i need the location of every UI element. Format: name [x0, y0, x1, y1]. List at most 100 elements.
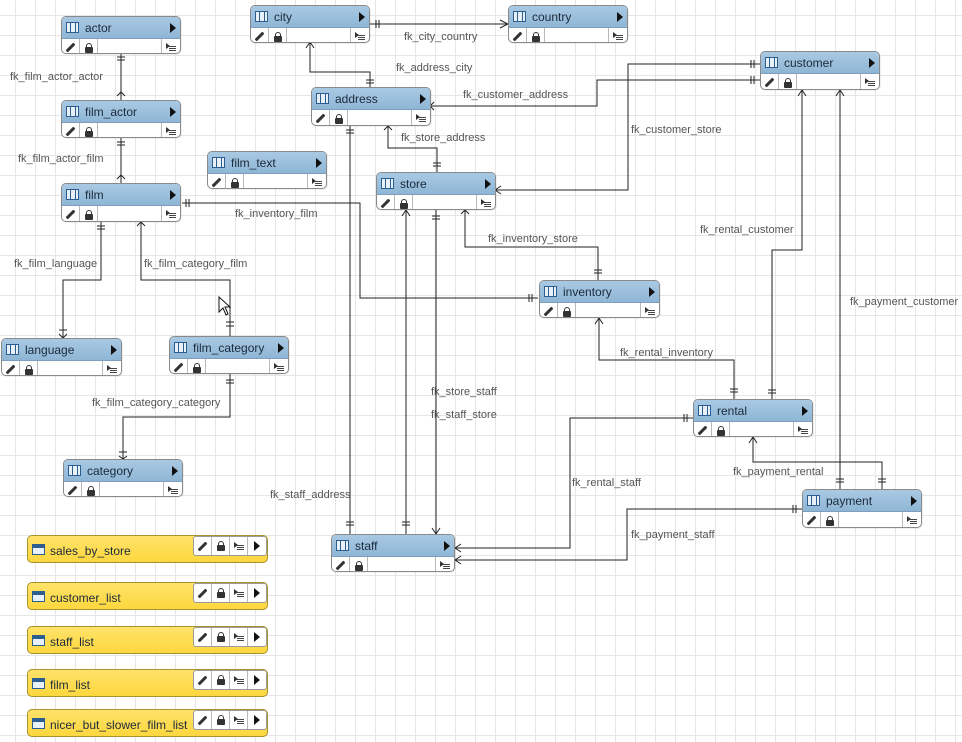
lock-icon[interactable]	[212, 671, 230, 689]
table-country[interactable]: country	[508, 5, 628, 43]
view-customer_list[interactable]: customer_list	[27, 582, 268, 610]
pencil-icon[interactable]	[194, 584, 212, 602]
expand-columns-icon[interactable]	[351, 28, 369, 43]
lock-icon[interactable]	[779, 74, 797, 90]
table-header[interactable]: inventory	[540, 281, 659, 303]
table-header[interactable]: film_text	[208, 152, 326, 174]
expand-columns-icon[interactable]	[230, 537, 248, 555]
expand-columns-icon[interactable]	[412, 110, 430, 126]
pencil-icon[interactable]	[251, 28, 269, 43]
expand-columns-icon[interactable]	[903, 512, 921, 528]
expand-columns-icon[interactable]	[164, 482, 182, 497]
table-payment[interactable]: payment	[802, 489, 922, 528]
view-staff_list[interactable]: staff_list	[27, 626, 268, 654]
table-header[interactable]: customer	[761, 52, 879, 74]
table-customer[interactable]: customer	[760, 51, 880, 90]
play-arrow-icon[interactable]	[111, 345, 117, 355]
table-category[interactable]: category	[63, 459, 183, 497]
lock-icon[interactable]	[188, 359, 206, 374]
lock-icon[interactable]	[350, 557, 368, 572]
table-staff[interactable]: staff	[331, 534, 455, 572]
expand-columns-icon[interactable]	[230, 628, 248, 646]
pencil-icon[interactable]	[194, 711, 212, 729]
expand-columns-icon[interactable]	[794, 422, 812, 437]
lock-icon[interactable]	[82, 482, 100, 497]
pencil-icon[interactable]	[62, 39, 80, 54]
table-header[interactable]: store	[377, 173, 495, 195]
lock-icon[interactable]	[395, 195, 413, 210]
table-film_category[interactable]: film_category	[169, 336, 289, 374]
play-arrow-icon[interactable]	[248, 628, 266, 646]
table-header[interactable]: film_actor	[62, 101, 180, 123]
play-arrow-icon[interactable]	[248, 537, 266, 555]
table-film_actor[interactable]: film_actor	[61, 100, 181, 138]
play-arrow-icon[interactable]	[170, 190, 176, 200]
lock-icon[interactable]	[821, 512, 839, 528]
expand-columns-icon[interactable]	[162, 206, 180, 222]
lock-icon[interactable]	[212, 711, 230, 729]
play-arrow-icon[interactable]	[248, 711, 266, 729]
pencil-icon[interactable]	[509, 28, 527, 43]
play-arrow-icon[interactable]	[444, 541, 450, 551]
lock-icon[interactable]	[269, 28, 287, 43]
lock-icon[interactable]	[226, 174, 244, 189]
pencil-icon[interactable]	[194, 537, 212, 555]
lock-icon[interactable]	[80, 123, 98, 138]
lock-icon[interactable]	[212, 584, 230, 602]
play-arrow-icon[interactable]	[359, 12, 365, 22]
view-nicer_but_slower_film_list[interactable]: nicer_but_slower_film_list	[27, 709, 268, 737]
expand-columns-icon[interactable]	[308, 174, 326, 189]
table-header[interactable]: category	[64, 460, 182, 482]
play-arrow-icon[interactable]	[170, 23, 176, 33]
expand-columns-icon[interactable]	[162, 39, 180, 54]
play-arrow-icon[interactable]	[911, 496, 917, 506]
pencil-icon[interactable]	[332, 557, 350, 572]
pencil-icon[interactable]	[540, 303, 558, 318]
lock-icon[interactable]	[20, 361, 38, 376]
lock-icon[interactable]	[212, 537, 230, 555]
expand-columns-icon[interactable]	[103, 361, 121, 376]
pencil-icon[interactable]	[62, 206, 80, 222]
pencil-icon[interactable]	[377, 195, 395, 210]
lock-icon[interactable]	[212, 628, 230, 646]
table-inventory[interactable]: inventory	[539, 280, 660, 318]
table-header[interactable]: language	[2, 339, 121, 361]
table-header[interactable]: staff	[332, 535, 454, 557]
table-city[interactable]: city	[250, 5, 370, 43]
pencil-icon[interactable]	[803, 512, 821, 528]
table-header[interactable]: address	[312, 88, 430, 110]
play-arrow-icon[interactable]	[172, 466, 178, 476]
table-film_text[interactable]: film_text	[207, 151, 327, 189]
pencil-icon[interactable]	[312, 110, 330, 126]
pencil-icon[interactable]	[694, 422, 712, 437]
play-arrow-icon[interactable]	[420, 94, 426, 104]
view-film_list[interactable]: film_list	[27, 669, 268, 697]
table-language[interactable]: language	[1, 338, 122, 376]
play-arrow-icon[interactable]	[485, 179, 491, 189]
lock-icon[interactable]	[80, 206, 98, 222]
table-header[interactable]: city	[251, 6, 369, 28]
table-actor[interactable]: actor	[61, 16, 181, 54]
expand-columns-icon[interactable]	[641, 303, 659, 318]
table-header[interactable]: payment	[803, 490, 921, 512]
table-header[interactable]: rental	[694, 400, 812, 422]
table-film[interactable]: film	[61, 183, 181, 222]
expand-columns-icon[interactable]	[230, 584, 248, 602]
lock-icon[interactable]	[330, 110, 348, 126]
play-arrow-icon[interactable]	[802, 406, 808, 416]
pencil-icon[interactable]	[208, 174, 226, 189]
pencil-icon[interactable]	[194, 671, 212, 689]
expand-columns-icon[interactable]	[230, 671, 248, 689]
expand-columns-icon[interactable]	[436, 557, 454, 572]
play-arrow-icon[interactable]	[617, 12, 623, 22]
table-rental[interactable]: rental	[693, 399, 813, 437]
view-sales_by_store[interactable]: sales_by_store	[27, 535, 268, 563]
pencil-icon[interactable]	[64, 482, 82, 497]
pencil-icon[interactable]	[194, 628, 212, 646]
pencil-icon[interactable]	[62, 123, 80, 138]
table-header[interactable]: film	[62, 184, 180, 206]
pencil-icon[interactable]	[2, 361, 20, 376]
play-arrow-icon[interactable]	[869, 58, 875, 68]
table-header[interactable]: film_category	[170, 337, 288, 359]
